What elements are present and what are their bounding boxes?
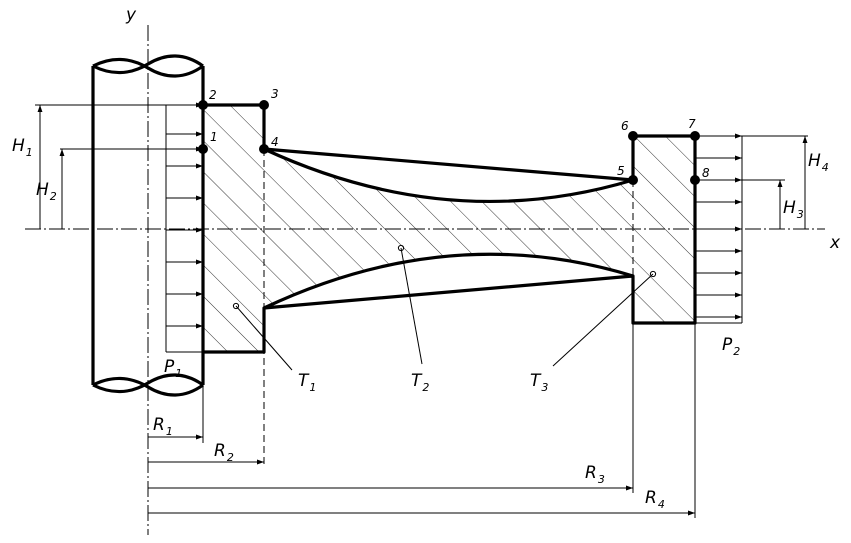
label-p2: P2	[722, 335, 740, 358]
label-r4: R4	[645, 488, 665, 511]
pressure-arrows-right	[695, 133, 743, 324]
radius-dimensions	[148, 322, 696, 518]
label-h4: H4	[808, 151, 829, 174]
label-r1: R1	[153, 415, 173, 438]
label-h3: H3	[783, 198, 804, 221]
node-3	[259, 100, 269, 110]
point-label-3: 3	[271, 87, 279, 101]
shaft	[91, 54, 205, 397]
point-label-7: 7	[688, 117, 696, 131]
label-h1: H1	[12, 136, 33, 159]
label-r2: R2	[214, 441, 234, 464]
point-label-2: 2	[209, 88, 217, 102]
node-points	[198, 100, 700, 185]
point-label-8: 8	[702, 166, 710, 180]
label-t1: T1	[298, 371, 316, 394]
height-labels: H1 H2 H3 H4	[12, 136, 829, 221]
x-axis-label: x	[829, 233, 841, 253]
radius-labels: R1 R2 R3 R4	[153, 415, 665, 511]
point-label-5: 5	[617, 164, 625, 178]
point-label-4: 4	[271, 135, 279, 149]
pressure-arrows-left	[165, 105, 203, 353]
node-8	[690, 175, 700, 185]
label-p1: P1	[164, 357, 182, 380]
point-labels: 1 2 3 4 5 6 7 8	[209, 87, 710, 180]
lower-cavity	[264, 254, 633, 308]
temperature-labels: T1 T2 T3	[298, 371, 548, 394]
node-2	[198, 100, 208, 110]
point-label-6: 6	[621, 119, 629, 133]
axes: y x	[25, 5, 841, 535]
point-label-1: 1	[210, 130, 218, 144]
label-t2: T2	[411, 371, 429, 394]
node-7	[690, 131, 700, 141]
label-t3: T3	[530, 371, 548, 394]
height-dimensions	[35, 102, 808, 229]
node-1	[198, 144, 208, 154]
temperature-leaders	[232, 244, 657, 371]
node-4	[259, 144, 269, 154]
upper-cavity	[264, 149, 633, 202]
label-h2: H2	[36, 180, 57, 203]
pressure-labels: P1 P2	[164, 335, 740, 380]
label-r3: R3	[585, 463, 605, 486]
node-5	[628, 175, 638, 185]
y-axis-label: y	[125, 5, 137, 25]
node-6	[628, 131, 638, 141]
